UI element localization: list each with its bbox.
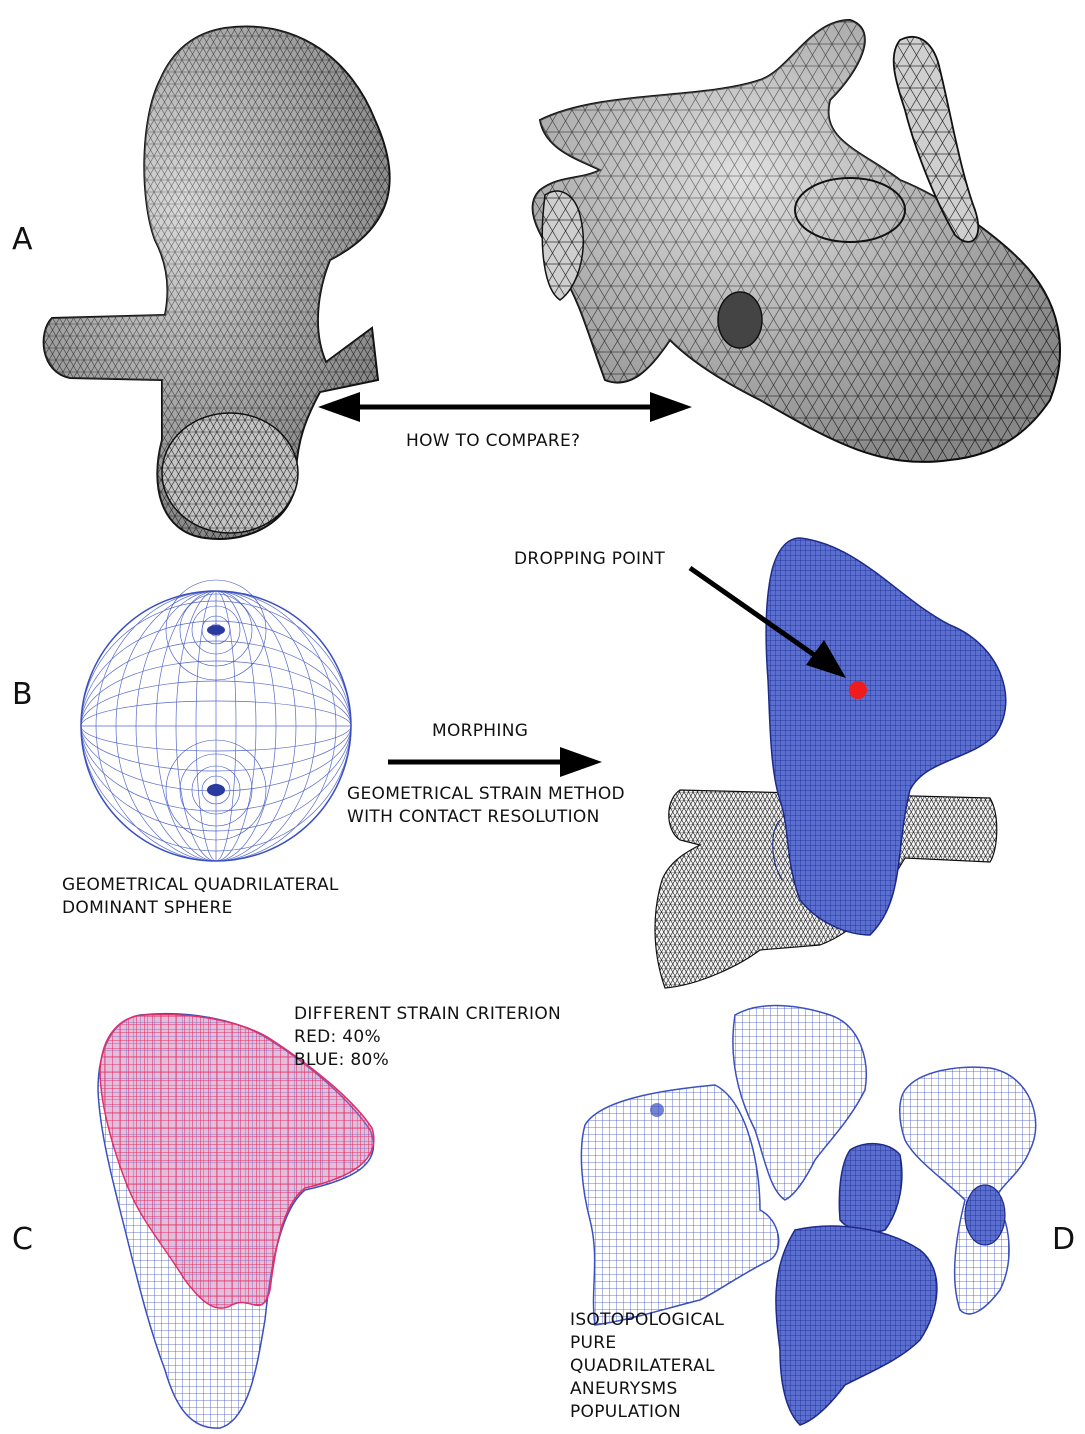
strain-comparison-mesh: [98, 1014, 374, 1428]
panel-label-c: C: [12, 1222, 33, 1257]
quad-sphere: [81, 580, 351, 861]
population-label-line1: ISOTOPOLOGICAL: [570, 1309, 724, 1332]
population-aneurysm-3: [839, 1144, 902, 1233]
morphing-label: MORPHING: [432, 720, 528, 743]
population-label-line2: PURE: [570, 1332, 616, 1355]
criterion-label-line3: BLUE: 80%: [294, 1049, 389, 1072]
sphere-label-line1: GEOMETRICAL QUADRILATERAL: [62, 874, 339, 897]
method-label-line2: WITH CONTACT RESOLUTION: [347, 806, 600, 829]
compare-arrow: [318, 392, 692, 422]
criterion-label-line2: RED: 40%: [294, 1026, 381, 1049]
panel-a-right-vessel: [533, 20, 1060, 462]
panel-label-a: A: [12, 222, 33, 257]
compare-label: HOW TO COMPARE?: [406, 430, 580, 453]
population-aneurysm-1: [581, 1085, 778, 1325]
morphing-arrow: [388, 747, 602, 777]
dropping-point-label: DROPPING POINT: [514, 548, 665, 571]
morphed-aneurysm: [655, 538, 1006, 988]
population-label-line3: QUADRILATERAL: [570, 1355, 715, 1378]
method-label-line1: GEOMETRICAL STRAIN METHOD: [347, 783, 625, 806]
criterion-label-line1: DIFFERENT STRAIN CRITERION: [294, 1003, 561, 1026]
panel-a-left-aneurysm: [44, 27, 390, 539]
population-aneurysm-5: [776, 1226, 937, 1425]
population-label-line4: ANEURYSMS: [570, 1378, 678, 1401]
panel-label-b: B: [12, 677, 33, 712]
panel-label-d: D: [1052, 1222, 1075, 1257]
dropping-point-marker: [849, 681, 867, 699]
population-label-line5: POPULATION: [570, 1401, 681, 1424]
sphere-label-line2: DOMINANT SPHERE: [62, 897, 233, 920]
